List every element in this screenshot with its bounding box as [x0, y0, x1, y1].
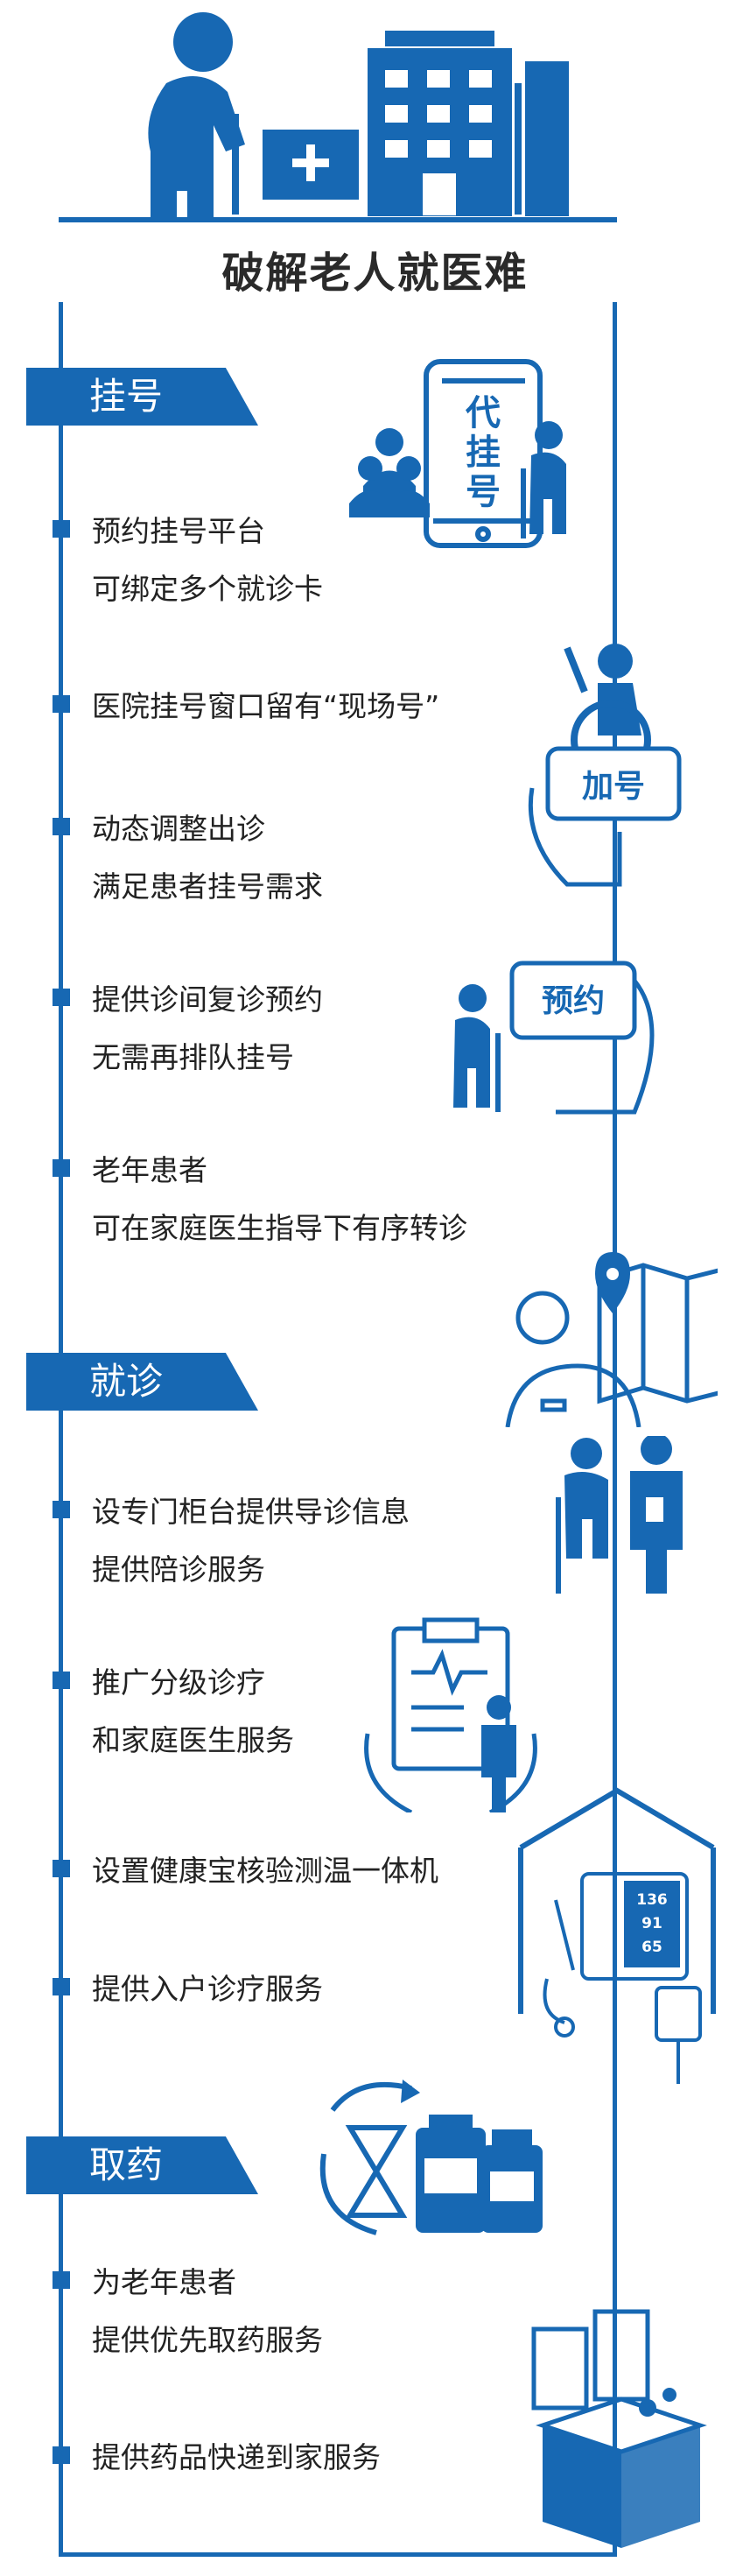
elderly-icon: [571, 1438, 602, 1469]
appointment-illustration: 预约: [453, 961, 655, 1115]
doctor-icon: [487, 1695, 511, 1720]
bullet-icon: [53, 520, 70, 538]
companion-illustration: [556, 1436, 683, 1594]
frame-bottom-border: [59, 2552, 617, 2557]
phone-text-2: 挂: [466, 433, 501, 473]
bullet-icon: [53, 695, 70, 713]
companion-icon: [641, 1436, 672, 1465]
monitor-value-1: 136: [636, 1891, 668, 1909]
pill-icon: [639, 2399, 656, 2417]
section-registration: 挂号: [26, 368, 258, 426]
person-icon: [375, 428, 403, 456]
delivery-box-illustration: [531, 2309, 707, 2548]
doctor-map-illustration: [505, 1252, 718, 1427]
bullet-icon: [53, 1860, 70, 1877]
elderly-icon: [459, 984, 487, 1012]
phone-text-3: 号: [466, 472, 501, 512]
header-illustration: [148, 12, 569, 219]
section-medicine: 取药: [26, 2136, 258, 2194]
bullet-icon: [53, 989, 70, 1006]
phone-text-1: 代: [465, 393, 501, 433]
monitor-value-3: 65: [641, 1939, 662, 1956]
frame-right-border: [613, 302, 617, 2557]
bullet-icon: [53, 1978, 70, 1995]
frame-top: [59, 217, 617, 222]
bullet-icon: [53, 1672, 70, 1689]
bullet-icon: [53, 2271, 70, 2289]
monitor-value-2: 91: [641, 1915, 662, 1932]
health-monitor-illustration: 136 91 65: [518, 1787, 716, 2084]
extra-number-illustration: 加号: [528, 644, 682, 887]
frame-left-border: [59, 302, 63, 2557]
person-head-icon: [173, 12, 233, 72]
bullet-icon: [53, 2446, 70, 2464]
bullet-icon: [53, 1159, 70, 1177]
bullet-icon: [53, 1501, 70, 1518]
wheelchair-person-icon: [598, 644, 633, 679]
appointment-label: 预约: [542, 983, 605, 1019]
add-number-label: 加号: [582, 769, 645, 805]
proxy-registration-illustration: 代 挂 号: [349, 359, 566, 548]
section-consultation: 就诊: [26, 1353, 258, 1411]
clipboard-illustration: [364, 1617, 537, 1812]
bullet-icon: [53, 818, 70, 835]
medicine-bottles-illustration: [319, 2080, 543, 2235]
page-title: 破解老人就医难: [0, 238, 750, 299]
elderly-icon: [535, 421, 563, 449]
